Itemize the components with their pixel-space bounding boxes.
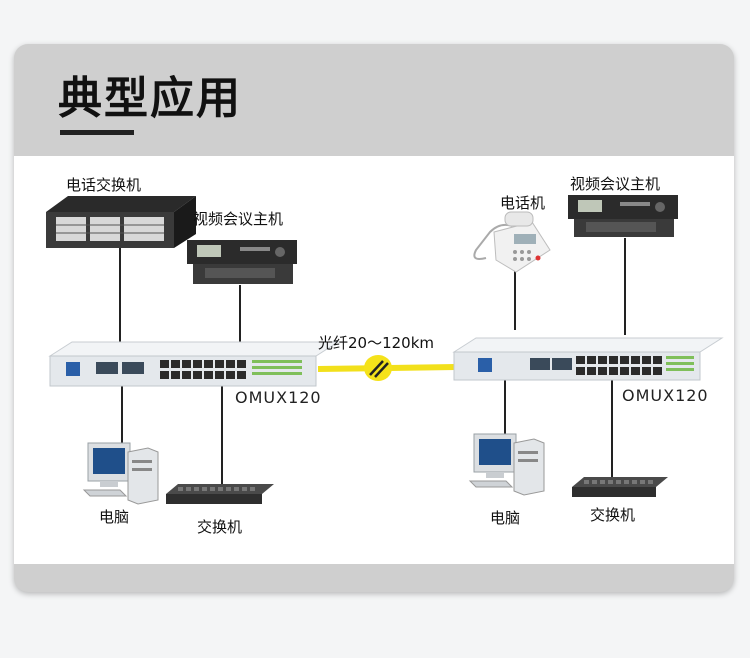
title-underline [60, 130, 134, 135]
omux-device-left [48, 341, 340, 387]
label-switch-left: 交换机 [197, 518, 243, 536]
omux-device-right [452, 337, 724, 381]
video-conference-host-left [187, 240, 297, 284]
switch-left [166, 484, 274, 504]
page-title: 典型应用 [58, 73, 242, 124]
label-phone: 电话机 [500, 194, 546, 212]
label-video-host-right: 视频会议主机 [570, 175, 661, 193]
switch-right [572, 477, 668, 497]
pbx-device [46, 196, 196, 248]
pc-right [468, 433, 545, 496]
label-pbx: 电话交换机 [66, 176, 142, 194]
label-fiber: 光纤20～120km [318, 334, 435, 352]
fiber-link [317, 355, 457, 381]
label-switch-right: 交换机 [590, 506, 636, 524]
telephone-device [473, 211, 551, 273]
label-omux-right: OMUX120 [622, 386, 709, 405]
label-video-host-left: 视频会议主机 [193, 210, 284, 228]
label-pc-right: 电脑 [490, 509, 521, 527]
label-omux-left: OMUX120 [235, 388, 322, 407]
pc-left [82, 442, 159, 505]
label-pc-left: 电脑 [99, 508, 130, 526]
video-conference-host-right [568, 195, 678, 237]
